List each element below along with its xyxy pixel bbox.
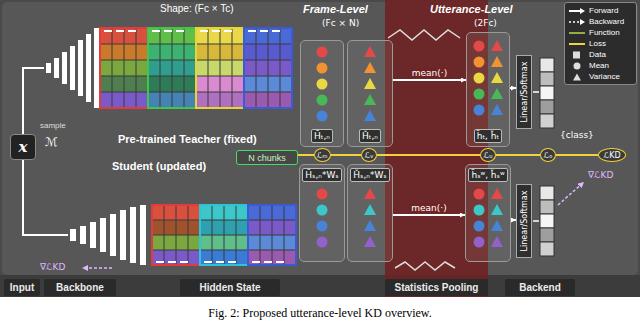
node-text: ℒKD: [603, 151, 620, 160]
linear-softmax-layer: Linear/Softmax: [516, 55, 532, 129]
node-text: Ȟₛ,ₙ*Wₛ: [350, 168, 389, 182]
node-text: h̄ₛʷ, ȟₛʷ: [468, 168, 507, 182]
node-text: ℒₒ: [543, 151, 552, 160]
node-text: H̄ₛ,ₙ*Wₛ: [302, 168, 341, 182]
section-title: Frame-Level: [303, 3, 368, 15]
legend-row: Backward: [568, 16, 633, 27]
legend-sample: [568, 40, 586, 48]
legend-sample: [568, 73, 586, 81]
frame-variance-column: Ȟₛ,ₙ*Wₛ: [347, 164, 393, 262]
loss-circle: ℒₒ: [540, 148, 556, 162]
sample-note: sample: [40, 121, 66, 130]
class-note: {class}: [560, 130, 594, 140]
node-text: Linear/Softmax: [520, 191, 529, 252]
shape-note: Shape: (Fc × Tc): [160, 3, 233, 14]
node-text: Ȟₜ,ₙ: [359, 129, 381, 143]
loss-circle: ℒᵤ: [480, 148, 496, 162]
figure-caption: Fig. 2: Proposed utterance-level KD over…: [0, 306, 640, 321]
loss-circle: ℒₘ: [314, 148, 331, 162]
node-text: ℒₘ: [317, 151, 328, 160]
legend-text: Mean: [589, 61, 609, 70]
node-text: N chunks: [248, 153, 286, 163]
frame-mean-column: H̄ₜ,ₙ: [300, 40, 344, 147]
legend-sample: [568, 51, 586, 59]
loss-circle: ℒᵥ: [361, 148, 377, 162]
utterance-column: h̄ₜ, ȟₜ: [466, 32, 510, 147]
legend-text: Variance: [589, 72, 620, 81]
legend-box: ForwardBackwardFunctionLossDataMeanVaria…: [564, 2, 637, 85]
node-text: ℒᵥ: [364, 151, 373, 160]
node-text: Input: [10, 282, 34, 293]
legend-text: Forward: [589, 6, 618, 15]
edge-label: mean(·): [410, 68, 449, 78]
loss-line: [496, 154, 540, 156]
legend-text: Function: [589, 28, 620, 37]
dataset-symbol: ℳ: [45, 135, 58, 149]
node-text: Hidden State: [199, 282, 260, 293]
shape-note: (2Fc): [474, 18, 497, 28]
legend-sample: [568, 18, 586, 26]
stage-band: Statistics Pooling: [385, 279, 488, 296]
stage-band: Hidden State: [180, 279, 280, 296]
utterance-column: h̄ₛʷ, ȟₛʷ: [465, 164, 511, 262]
node-text: Linear/Softmax: [520, 62, 529, 123]
loss-circle: ℒKD: [598, 148, 626, 162]
legend-row: Variance: [568, 71, 633, 82]
chunk-box: N chunks: [236, 150, 298, 165]
loss-line: [331, 154, 362, 156]
legend-row: Function: [568, 27, 633, 38]
node-text: ℒᵤ: [484, 151, 493, 160]
legend-row: Forward: [568, 5, 633, 16]
gradient-label: ∇ℒKD: [40, 262, 65, 272]
legend-sample: [568, 62, 586, 70]
shape-note: (Fc × N): [322, 18, 359, 28]
legend-text: Loss: [589, 39, 606, 48]
branch-title: Student (updated): [112, 160, 206, 172]
node-text: H̄ₜ,ₙ: [311, 129, 333, 143]
legend-row: Data: [568, 49, 633, 60]
node-text: Statistics Pooling: [395, 282, 479, 293]
mean-arrow: [393, 214, 465, 216]
stage-band: Input: [4, 279, 40, 296]
legend-row: Loss: [568, 38, 633, 49]
input-box: x: [10, 134, 36, 160]
stage-band: Backbone: [44, 279, 116, 296]
node-text: h̄ₜ, ȟₜ: [474, 129, 502, 143]
legend-text: Backward: [589, 17, 624, 26]
node-text: x: [19, 138, 28, 156]
linear-softmax-layer: Linear/Softmax: [516, 184, 532, 258]
loss-line: [377, 154, 480, 156]
legend-sample: [568, 29, 586, 37]
stage-band: Backend: [505, 279, 575, 296]
branch-title: Pre-trained Teacher (fixed): [118, 133, 257, 145]
legend-text: Data: [589, 50, 606, 59]
mean-arrow: [393, 79, 466, 81]
gradient-label: ∇ℒKD: [588, 170, 613, 180]
legend-sample: [568, 7, 586, 15]
legend-row: Mean: [568, 60, 633, 71]
frame-mean-column: H̄ₛ,ₙ*Wₛ: [299, 164, 345, 262]
node-text: Backbone: [56, 282, 104, 293]
node-text: Backend: [519, 282, 561, 293]
section-title: Utterance-Level: [430, 3, 513, 15]
loss-line: [556, 154, 598, 156]
edge-label: mean(·): [409, 203, 448, 213]
frame-variance-column: Ȟₜ,ₙ: [347, 40, 393, 147]
